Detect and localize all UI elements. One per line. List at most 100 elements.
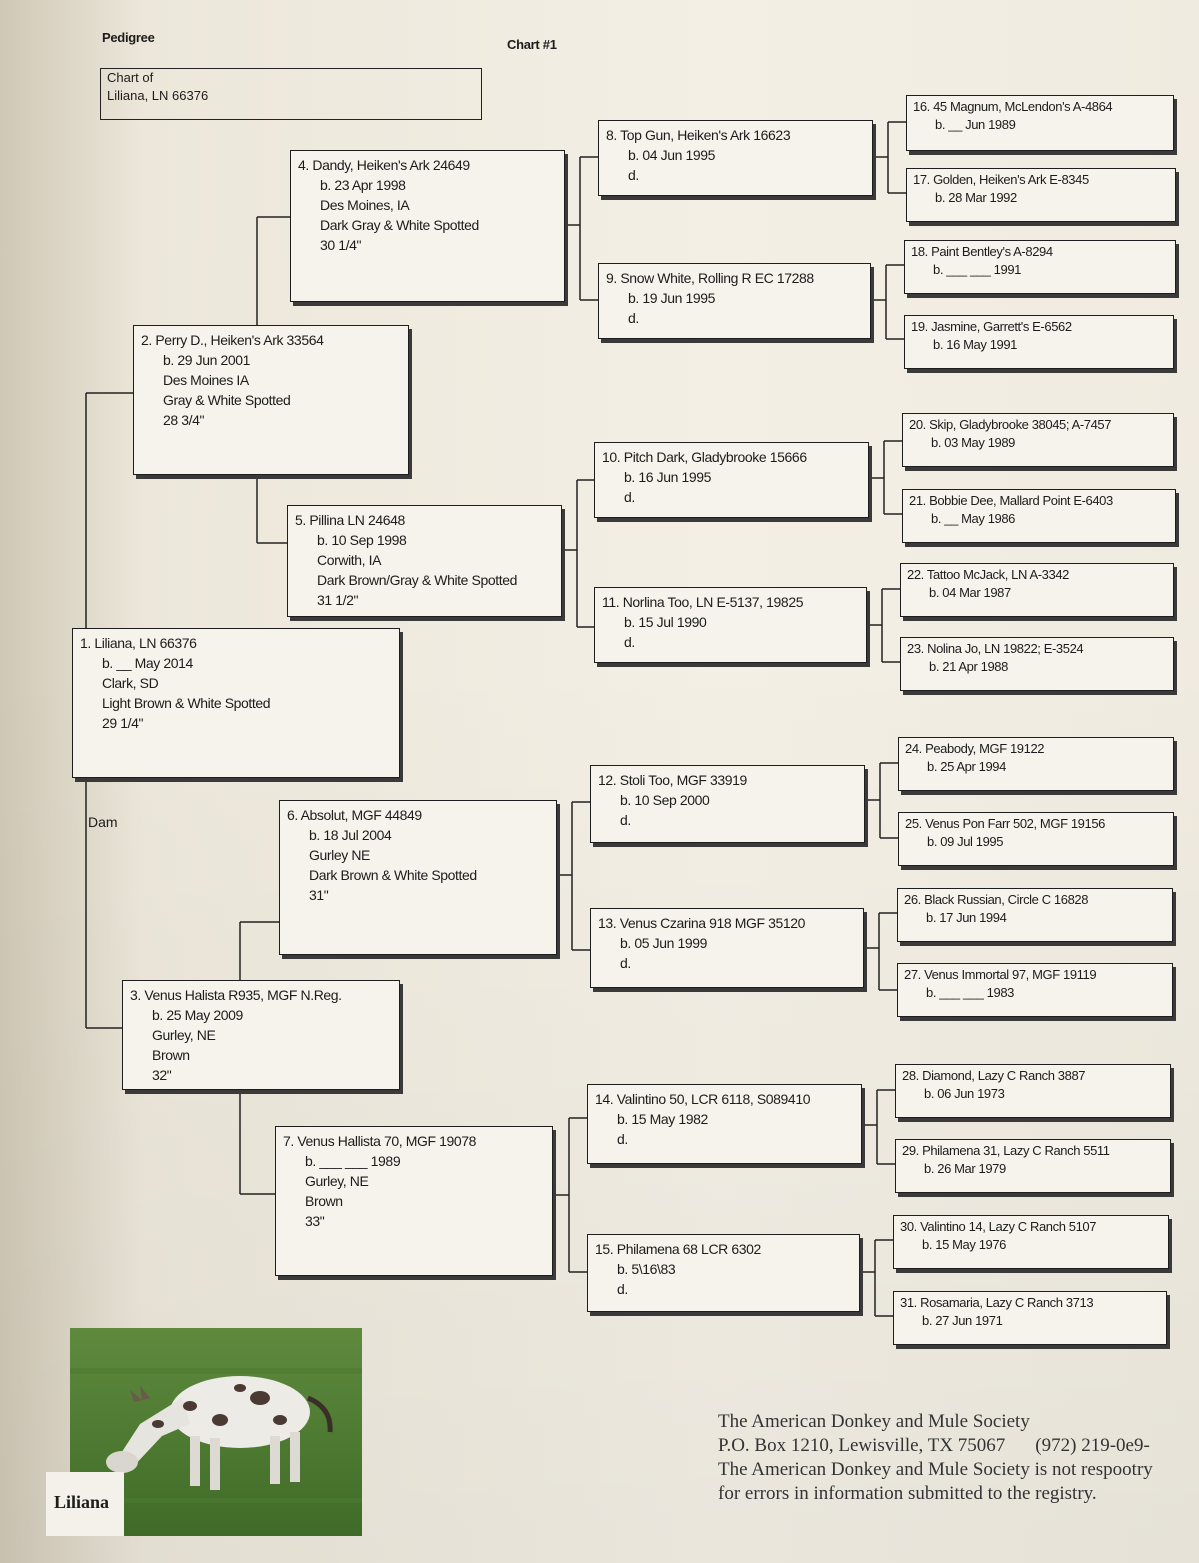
animal-4-location: Des Moines, IA — [320, 197, 410, 213]
animal-box-7: 7. Venus Hallista 70, MGF 19078 b. ___ _… — [275, 1126, 553, 1276]
animal-16-birth: b. __ Jun 1989 — [935, 117, 1016, 132]
animal-2-height: 28 3/4" — [163, 412, 205, 428]
animal-23-name: 23. Nolina Jo, LN 19822; E-3524 — [907, 641, 1084, 656]
animal-box-9: 9. Snow White, Rolling R EC 17288 b. 19 … — [598, 263, 871, 339]
animal-box-11: 11. Norlina Too, LN E-5137, 19825 b. 15 … — [594, 587, 867, 663]
animal-2-birth: b. 29 Jun 2001 — [163, 352, 251, 368]
animal-3-birth: b. 25 May 2009 — [152, 1007, 243, 1023]
animal-28-name: 28. Diamond, Lazy C Ranch 3887 — [902, 1068, 1086, 1083]
animal-31-birth: b. 27 Jun 1971 — [922, 1313, 1003, 1328]
animal-2-color: Gray & White Spotted — [163, 392, 291, 408]
animal-6-height: 31" — [309, 887, 329, 903]
animal-21-name: 21. Bobbie Dee, Mallard Point E-6403 — [909, 493, 1113, 508]
animal-box-20: 20. Skip, Gladybrooke 38045; A-7457 b. 0… — [902, 413, 1174, 467]
animal-5-location: Corwith, IA — [317, 552, 382, 568]
animal-box-23: 23. Nolina Jo, LN 19822; E-3524 b. 21 Ap… — [900, 637, 1174, 691]
animal-17-birth: b. 28 Mar 1992 — [935, 190, 1017, 205]
animal-22-birth: b. 04 Mar 1987 — [929, 585, 1011, 600]
animal-19-birth: b. 16 May 1991 — [933, 337, 1018, 352]
registry-footer: The American Donkey and Mule Society P.O… — [718, 1410, 1153, 1506]
animal-3-name: 3. Venus Halista R935, MGF N.Reg. — [130, 987, 342, 1003]
animal-box-1: 1. Liliana, LN 66376 b. __ May 2014 Clar… — [72, 628, 400, 778]
animal-15-birth: b. 5\16\83 — [617, 1261, 676, 1277]
animal-30-birth: b. 15 May 1976 — [922, 1237, 1007, 1252]
animal-7-color: Brown — [305, 1193, 343, 1209]
animal-7-location: Gurley, NE — [305, 1173, 369, 1189]
dam-label: Dam — [88, 814, 118, 830]
animal-box-22: 22. Tattoo McJack, LN A-3342 b. 04 Mar 1… — [900, 563, 1174, 617]
animal-18-birth: b. ___ ___ 1991 — [933, 262, 1021, 277]
animal-5-height: 31 1/2" — [317, 592, 359, 608]
donkey-photo — [70, 1328, 362, 1536]
animal-5-name: 5. Pillina LN 24648 — [295, 512, 405, 528]
animal-6-location: Gurley NE — [309, 847, 370, 863]
animal-box-29: 29. Philamena 31, Lazy C Ranch 5511 b. 2… — [895, 1139, 1171, 1193]
animal-4-name: 4. Dandy, Heiken's Ark 24649 — [298, 157, 470, 173]
animal-box-10: 10. Pitch Dark, Gladybrooke 15666 b. 16 … — [594, 442, 869, 518]
animal-25-name: 25. Venus Pon Farr 502, MGF 19156 — [905, 816, 1105, 831]
animal-29-name: 29. Philamena 31, Lazy C Ranch 5511 — [902, 1143, 1110, 1158]
animal-box-12: 12. Stoli Too, MGF 33919 b. 10 Sep 2000 … — [590, 765, 865, 843]
animal-box-21: 21. Bobbie Dee, Mallard Point E-6403 b. … — [902, 489, 1176, 543]
animal-1-color: Light Brown & White Spotted — [102, 695, 271, 711]
footer-org: The American Donkey and Mule Society — [718, 1411, 1030, 1432]
animal-6-name: 6. Absolut, MGF 44849 — [287, 807, 422, 823]
animal-5-color: Dark Brown/Gray & White Spotted — [317, 572, 518, 588]
chart-of-box: Chart of Liliana, LN 66376 — [100, 68, 482, 120]
animal-box-27: 27. Venus Immortal 97, MGF 19119 b. ___ … — [897, 963, 1173, 1017]
animal-4-height: 30 1/4" — [320, 237, 362, 253]
page-title: Pedigree — [102, 30, 155, 45]
animal-box-17: 17. Golden, Heiken's Ark E-8345 b. 28 Ma… — [906, 168, 1176, 222]
animal-17-name: 17. Golden, Heiken's Ark E-8345 — [913, 172, 1089, 187]
animal-14-birth: b. 15 May 1982 — [617, 1111, 708, 1127]
animal-20-name: 20. Skip, Gladybrooke 38045; A-7457 — [909, 417, 1112, 432]
animal-12-name: 12. Stoli Too, MGF 33919 — [598, 772, 747, 788]
animal-26-name: 26. Black Russian, Circle C 16828 — [904, 892, 1089, 907]
animal-14-death: d. — [617, 1131, 628, 1147]
animal-2-name: 2. Perry D., Heiken's Ark 33564 — [141, 332, 324, 348]
animal-13-name: 13. Venus Czarina 918 MGF 35120 — [598, 915, 806, 931]
animal-31-name: 31. Rosamaria, Lazy C Ranch 3713 — [900, 1295, 1094, 1310]
animal-1-height: 29 1/4" — [102, 715, 144, 731]
animal-box-16: 16. 45 Magnum, McLendon's A-4864 b. __ J… — [906, 95, 1174, 151]
animal-7-name: 7. Venus Hallista 70, MGF 19078 — [283, 1133, 477, 1149]
animal-12-birth: b. 10 Sep 2000 — [620, 792, 710, 808]
animal-box-3: 3. Venus Halista R935, MGF N.Reg. b. 25 … — [122, 980, 400, 1090]
animal-8-death: d. — [628, 167, 639, 183]
animal-24-name: 24. Peabody, MGF 19122 — [905, 741, 1045, 756]
animal-23-birth: b. 21 Apr 1988 — [929, 659, 1008, 674]
footer-phone: (972) 219-0e9- — [1035, 1435, 1150, 1456]
animal-box-19: 19. Jasmine, Garrett's E-6562 b. 16 May … — [904, 315, 1174, 369]
animal-24-birth: b. 25 Apr 1994 — [927, 759, 1006, 774]
donkey-illustration — [70, 1328, 362, 1536]
animal-7-birth: b. ___ ___ 1989 — [305, 1153, 401, 1169]
animal-21-birth: b. __ May 1986 — [931, 511, 1016, 526]
animal-9-name: 9. Snow White, Rolling R EC 17288 — [606, 270, 814, 286]
animal-2-location: Des Moines IA — [163, 372, 249, 388]
animal-9-birth: b. 19 Jun 1995 — [628, 290, 716, 306]
animal-6-birth: b. 18 Jul 2004 — [309, 827, 392, 843]
animal-1-birth: b. __ May 2014 — [102, 655, 193, 671]
animal-1-name: 1. Liliana, LN 66376 — [80, 635, 197, 651]
animal-box-5: 5. Pillina LN 24648 b. 10 Sep 1998 Corwi… — [287, 505, 562, 617]
animal-box-15: 15. Philamena 68 LCR 6302 b. 5\16\83 d. — [587, 1234, 860, 1312]
animal-1-location: Clark, SD — [102, 675, 159, 691]
animal-10-death: d. — [624, 489, 635, 505]
animal-box-30: 30. Valintino 14, Lazy C Ranch 5107 b. 1… — [893, 1215, 1169, 1269]
animal-5-birth: b. 10 Sep 1998 — [317, 532, 407, 548]
animal-3-color: Brown — [152, 1047, 190, 1063]
animal-30-name: 30. Valintino 14, Lazy C Ranch 5107 — [900, 1219, 1097, 1234]
animal-3-height: 32" — [152, 1067, 172, 1083]
footer-address: P.O. Box 1210, Lewisville, TX 75067 — [718, 1435, 1006, 1456]
photo-caption: Liliana — [46, 1472, 124, 1536]
animal-box-26: 26. Black Russian, Circle C 16828 b. 17 … — [897, 888, 1173, 942]
animal-15-death: d. — [617, 1281, 628, 1297]
animal-22-name: 22. Tattoo McJack, LN A-3342 — [907, 567, 1069, 582]
animal-4-birth: b. 23 Apr 1998 — [320, 177, 406, 193]
chart-number: Chart #1 — [507, 37, 557, 52]
animal-13-birth: b. 05 Jun 1999 — [620, 935, 708, 951]
footer-disclaimer-1: The American Donkey and Mule Society is … — [718, 1459, 1153, 1480]
animal-28-birth: b. 06 Jun 1973 — [924, 1086, 1005, 1101]
chart-of-subject: Liliana, LN 66376 — [107, 88, 209, 103]
footer-disclaimer-2: for errors in information submitted to t… — [718, 1483, 1097, 1504]
